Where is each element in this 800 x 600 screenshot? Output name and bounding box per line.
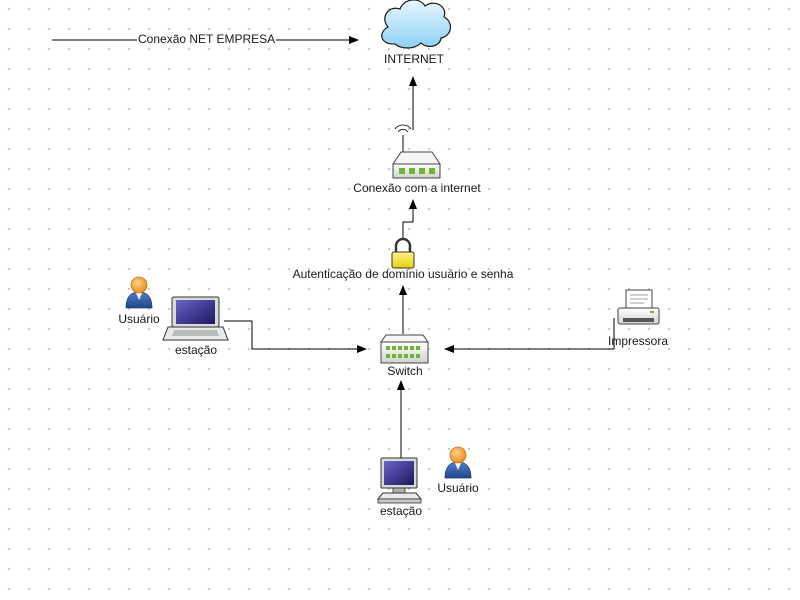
router-label: Conexão com a internet — [353, 181, 481, 195]
auth-label: Autenticação de domínio usuário e senha — [292, 267, 514, 281]
printer-icon — [617, 289, 660, 325]
connector-printer-to-switch — [444, 318, 615, 353]
net-connection-label: Conexão NET EMPRESA — [137, 32, 277, 46]
laptop-icon — [162, 296, 229, 341]
lock-icon — [391, 237, 415, 269]
internet-label: INTERNET — [384, 52, 444, 66]
connector-auth-to-router — [402, 199, 417, 240]
cloud-icon — [381, 0, 451, 49]
laptop-label: estação — [174, 343, 218, 357]
switch-label: Switch — [387, 364, 423, 378]
router-icon — [392, 124, 441, 179]
desktop-icon — [376, 457, 423, 504]
desktop-label: estação — [379, 504, 423, 518]
user-icon — [125, 276, 153, 309]
connector-laptop-to-switch — [224, 320, 367, 353]
user-left-label: Usuário — [118, 312, 160, 326]
switch-icon — [380, 334, 429, 364]
user-bottom-label: Usuário — [437, 481, 479, 495]
printer-label: Impressora — [607, 334, 669, 348]
user-icon — [444, 446, 472, 479]
